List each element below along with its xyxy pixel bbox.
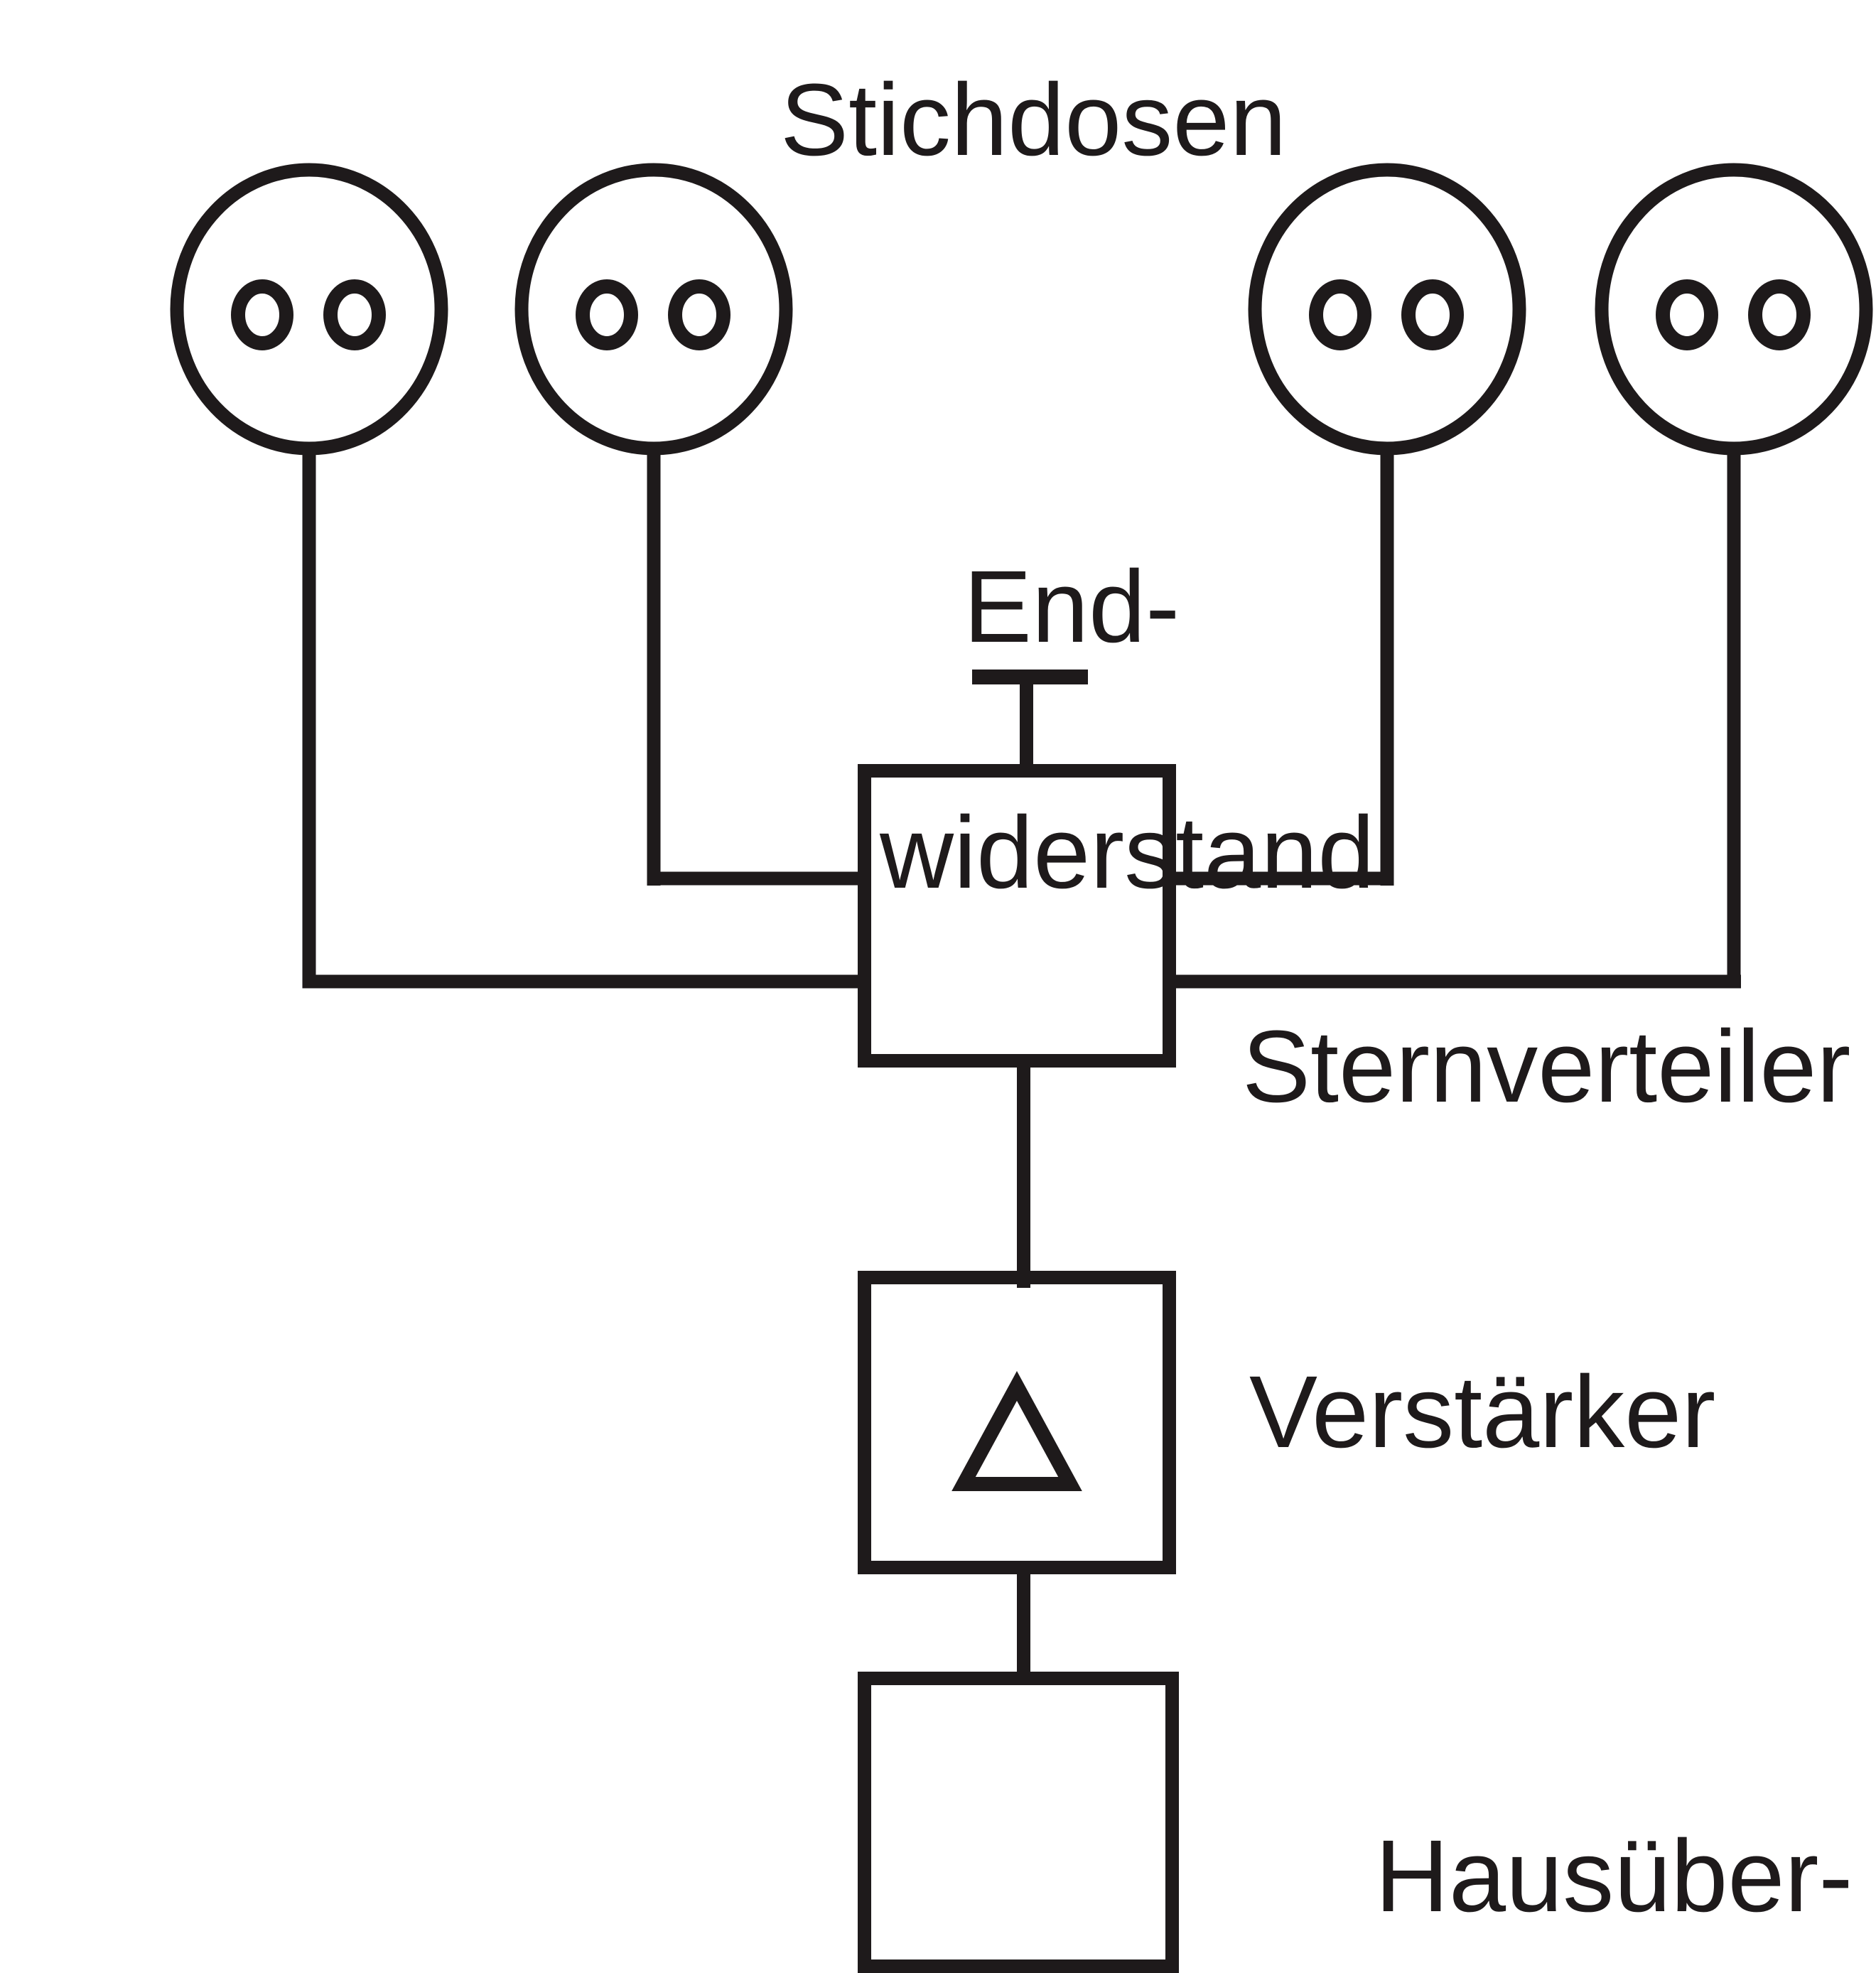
amplifier-triangle-icon — [952, 1371, 1082, 1491]
socket-pin-left — [231, 279, 293, 350]
terminating-resistor-label: End- widerstand — [766, 422, 1374, 1037]
house-transfer-point-label: Hausüber- gabepunkt — [1261, 1692, 1853, 1973]
socket-outline — [170, 163, 448, 456]
cable-drop-socket-4 — [1727, 448, 1741, 988]
socket-icon-2 — [514, 163, 793, 456]
cable-drop-socket-1 — [302, 448, 316, 988]
terminating-resistor-label-line1: End- — [963, 549, 1180, 664]
diagram-strokes — [170, 163, 1873, 1973]
socket-pin-right — [1401, 279, 1464, 350]
socket-pin-right — [1748, 279, 1811, 350]
cable-drop-socket-3 — [1380, 448, 1394, 886]
terminator-stem — [1020, 681, 1033, 771]
cable-run-lower-left — [302, 974, 865, 989]
cable-drop-socket-2 — [647, 448, 661, 886]
cable-run-upper-right — [1170, 871, 1387, 886]
socket-pin-left — [576, 279, 638, 350]
amplifier-label: Verstärker — [1249, 1355, 1716, 1469]
socket-outline — [1595, 163, 1873, 456]
amplifier-box — [858, 1271, 1176, 1574]
star-distributor-box — [858, 764, 1176, 1068]
cable-amplifier-to-transfer — [1017, 1567, 1030, 1679]
sockets-title: Stichdosen — [780, 63, 1287, 177]
socket-outline — [514, 163, 793, 456]
terminator-bar — [972, 670, 1088, 684]
socket-pin-left — [1656, 279, 1718, 350]
cable-run-lower-right — [1170, 974, 1741, 989]
cables — [302, 448, 1741, 1679]
socket-pin-right — [323, 279, 386, 350]
house-transfer-point-box — [858, 1672, 1179, 1973]
star-distributor-label: Sternverteiler — [1242, 1009, 1851, 1124]
cable-run-upper-left — [647, 871, 865, 886]
terminating-resistor-icon — [972, 670, 1088, 771]
socket-pin-right — [668, 279, 731, 350]
terminating-resistor-label-line2: widerstand — [880, 795, 1375, 910]
cable-distributor-to-amplifier — [1017, 1064, 1030, 1288]
socket-icon-1 — [170, 163, 448, 456]
socket-pin-left — [1309, 279, 1371, 350]
socket-icon-3 — [1248, 163, 1526, 456]
socket-outline — [1248, 163, 1526, 456]
house-transfer-point-label-line1: Hausüber- — [1375, 1819, 1853, 1933]
socket-icon-4 — [1595, 163, 1873, 456]
